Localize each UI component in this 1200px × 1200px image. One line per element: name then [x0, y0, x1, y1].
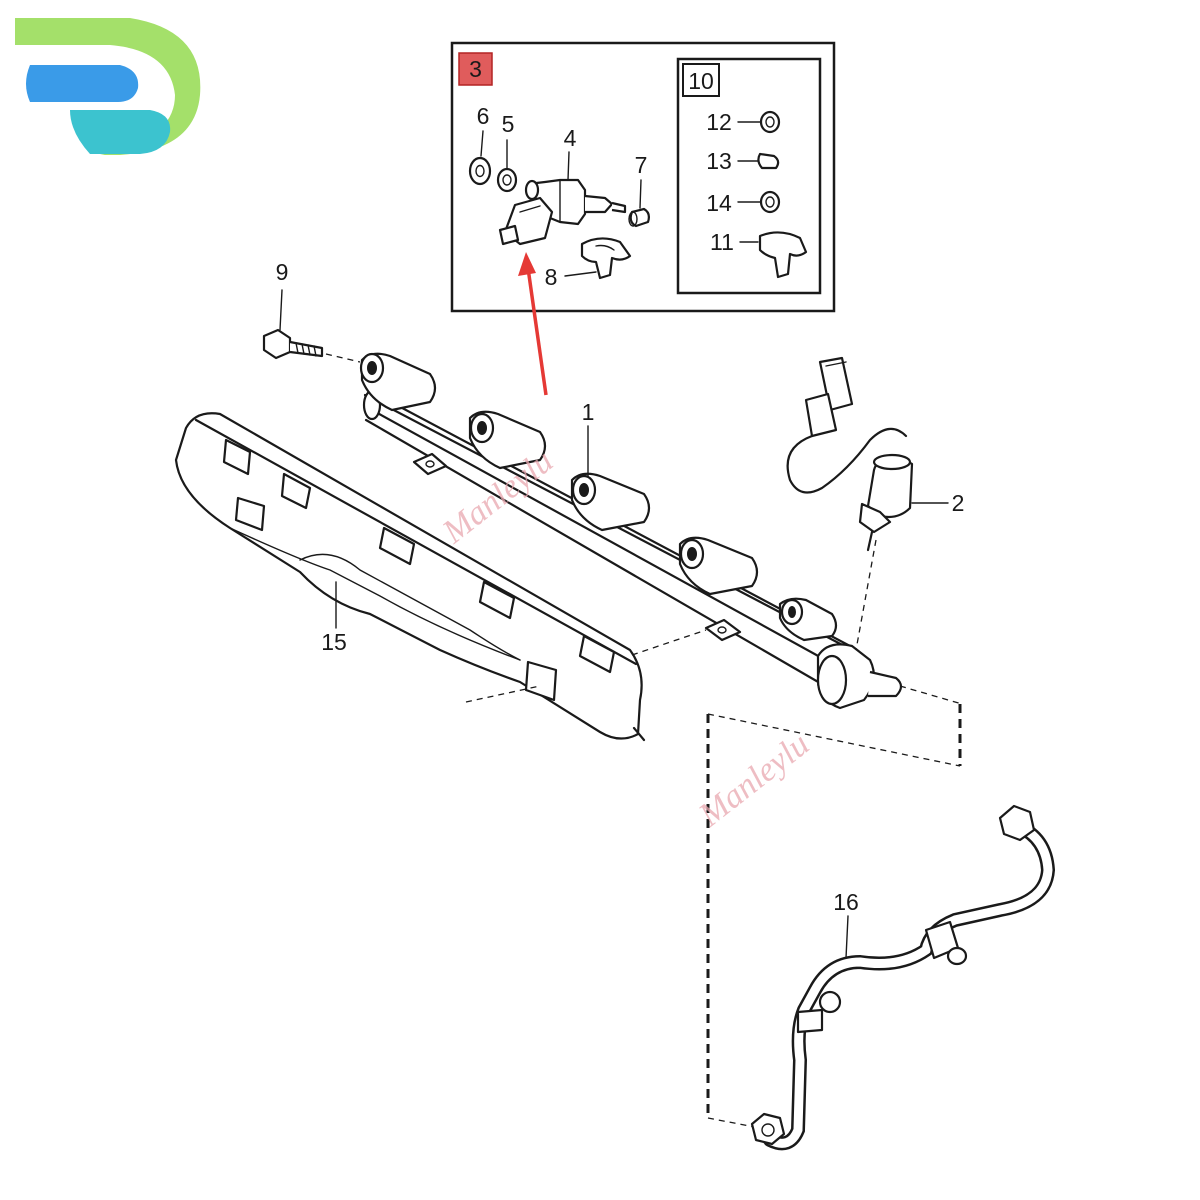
bolt-9-icon — [262, 289, 361, 363]
callout-12: 12 — [706, 109, 732, 135]
watermark-2: Manleylu — [691, 726, 816, 835]
assembly-label: 3 — [469, 56, 482, 82]
fuel-rail-1-icon — [359, 352, 903, 710]
seal-5-icon — [496, 139, 518, 193]
assembly-label-box — [458, 52, 493, 86]
inset-assembly-panel: 3 — [450, 41, 836, 396]
washer-6-icon — [468, 130, 492, 186]
callout-8: 8 — [545, 264, 558, 290]
clip-8-icon — [564, 237, 632, 280]
callout-6: 6 — [477, 103, 490, 129]
callout-14: 14 — [706, 190, 732, 216]
callout-4: 4 — [564, 125, 577, 151]
fuel-line-16-icon — [750, 804, 1056, 1151]
injector-4-icon — [498, 151, 627, 246]
kit-label: 10 — [688, 68, 714, 94]
kit-14-icon — [759, 190, 781, 214]
brand-wing-logo-icon — [15, 18, 201, 155]
callout-7: 7 — [635, 152, 648, 178]
reference-bracket — [706, 685, 963, 1129]
callout-11: 11 — [710, 229, 734, 255]
kit-clip-11-icon — [758, 231, 808, 279]
callout-15: 15 — [321, 629, 347, 655]
kit-12-icon — [759, 110, 781, 134]
pointer-arrow-icon — [518, 252, 548, 396]
kit-13-icon — [757, 152, 780, 170]
callout-16: 16 — [833, 889, 859, 915]
ring-7-icon — [628, 179, 650, 228]
callout-1: 1 — [582, 399, 595, 425]
callout-2: 2 — [952, 490, 965, 516]
pressure-sensor-2-icon — [786, 356, 949, 651]
callout-13: 13 — [706, 148, 732, 174]
callout-9: 9 — [276, 259, 289, 285]
inset-kit-panel: 10 12 13 14 11 — [676, 57, 822, 295]
callout-5: 5 — [502, 111, 515, 137]
cover-15-icon — [174, 412, 707, 742]
